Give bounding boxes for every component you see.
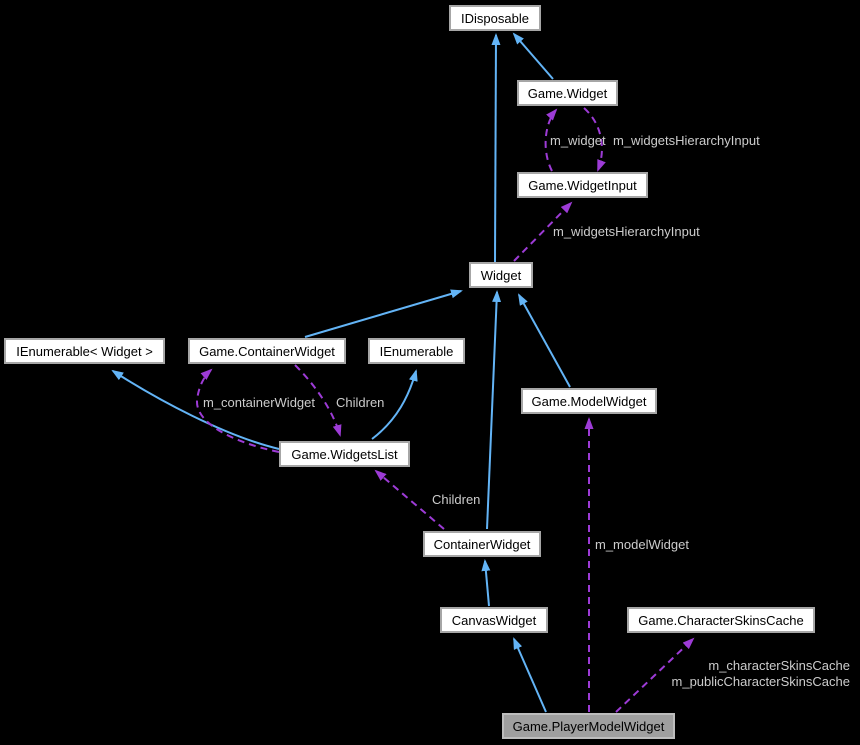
edge-gamewidgetslist-to-ienumerablewidget [111,369,280,450]
edge-label-m-widget: m_widget [550,133,606,148]
edge-label-children-1: Children [336,395,385,410]
edge-label-m-character-skins-cache: m_characterSkinsCache [708,658,850,673]
node-game-containerwidget[interactable]: Game.ContainerWidget [188,338,346,364]
edge-playermodelwidget-to-characterskinscache [615,637,695,713]
node-game-widgetinput[interactable]: Game.WidgetInput [517,172,648,198]
edge-widget-to-idisposable [491,33,501,263]
node-widget[interactable]: Widget [469,262,533,288]
node-containerwidget[interactable]: ContainerWidget [423,531,541,557]
node-game-modelwidget[interactable]: Game.ModelWidget [521,388,657,414]
edge-gamewidget-to-widgetinput [583,107,606,172]
edge-containerwidget-to-widget [486,290,502,530]
node-game-characterskinscache[interactable]: Game.CharacterSkinsCache [627,607,815,633]
node-idisposable[interactable]: IDisposable [449,5,541,31]
edge-gamecontainerwidget-to-gamewidgetslist [294,364,342,437]
edge-playermodelwidget-to-canvaswidget [513,637,547,713]
edge-gamemodelwidget-to-widget [518,293,571,388]
node-canvaswidget[interactable]: CanvasWidget [440,607,548,633]
node-ienumerable-widget[interactable]: IEnumerable< Widget > [4,338,165,364]
edge-label-m-model-widget: m_modelWidget [595,537,689,552]
edge-widget-to-widgetinput [513,201,573,262]
node-game-widgetslist[interactable]: Game.WidgetsList [279,441,410,467]
edge-widgetinput-to-gamewidget [544,108,558,172]
edge-label-m-widgets-hierarchy-input-1: m_widgetsHierarchyInput [613,133,760,148]
edge-label-m-container-widget: m_containerWidget [203,395,315,410]
node-ienumerable[interactable]: IEnumerable [368,338,465,364]
edge-gamewidgetslist-to-gamecontainerwidget [195,368,280,453]
edge-label-skins-cache-block: m_characterSkinsCache m_publicCharacterS… [672,658,850,690]
edge-gamewidgetslist-to-ienumerable [371,369,418,440]
node-game-widget[interactable]: Game.Widget [517,80,618,106]
edge-gamewidget-to-idisposable [512,32,554,80]
edge-containerwidget-to-gamewidgetslist [374,469,445,530]
edge-gamecontainerwidget-to-widget [304,289,463,338]
edge-label-children-2: Children [432,492,481,507]
edge-canvaswidget-to-containerwidget [481,559,491,607]
node-game-playermodelwidget[interactable]: Game.PlayerModelWidget [502,713,675,739]
edge-label-m-public-character-skins-cache: m_publicCharacterSkinsCache [671,674,850,689]
edge-label-m-widgets-hierarchy-input-2: m_widgetsHierarchyInput [553,224,700,239]
